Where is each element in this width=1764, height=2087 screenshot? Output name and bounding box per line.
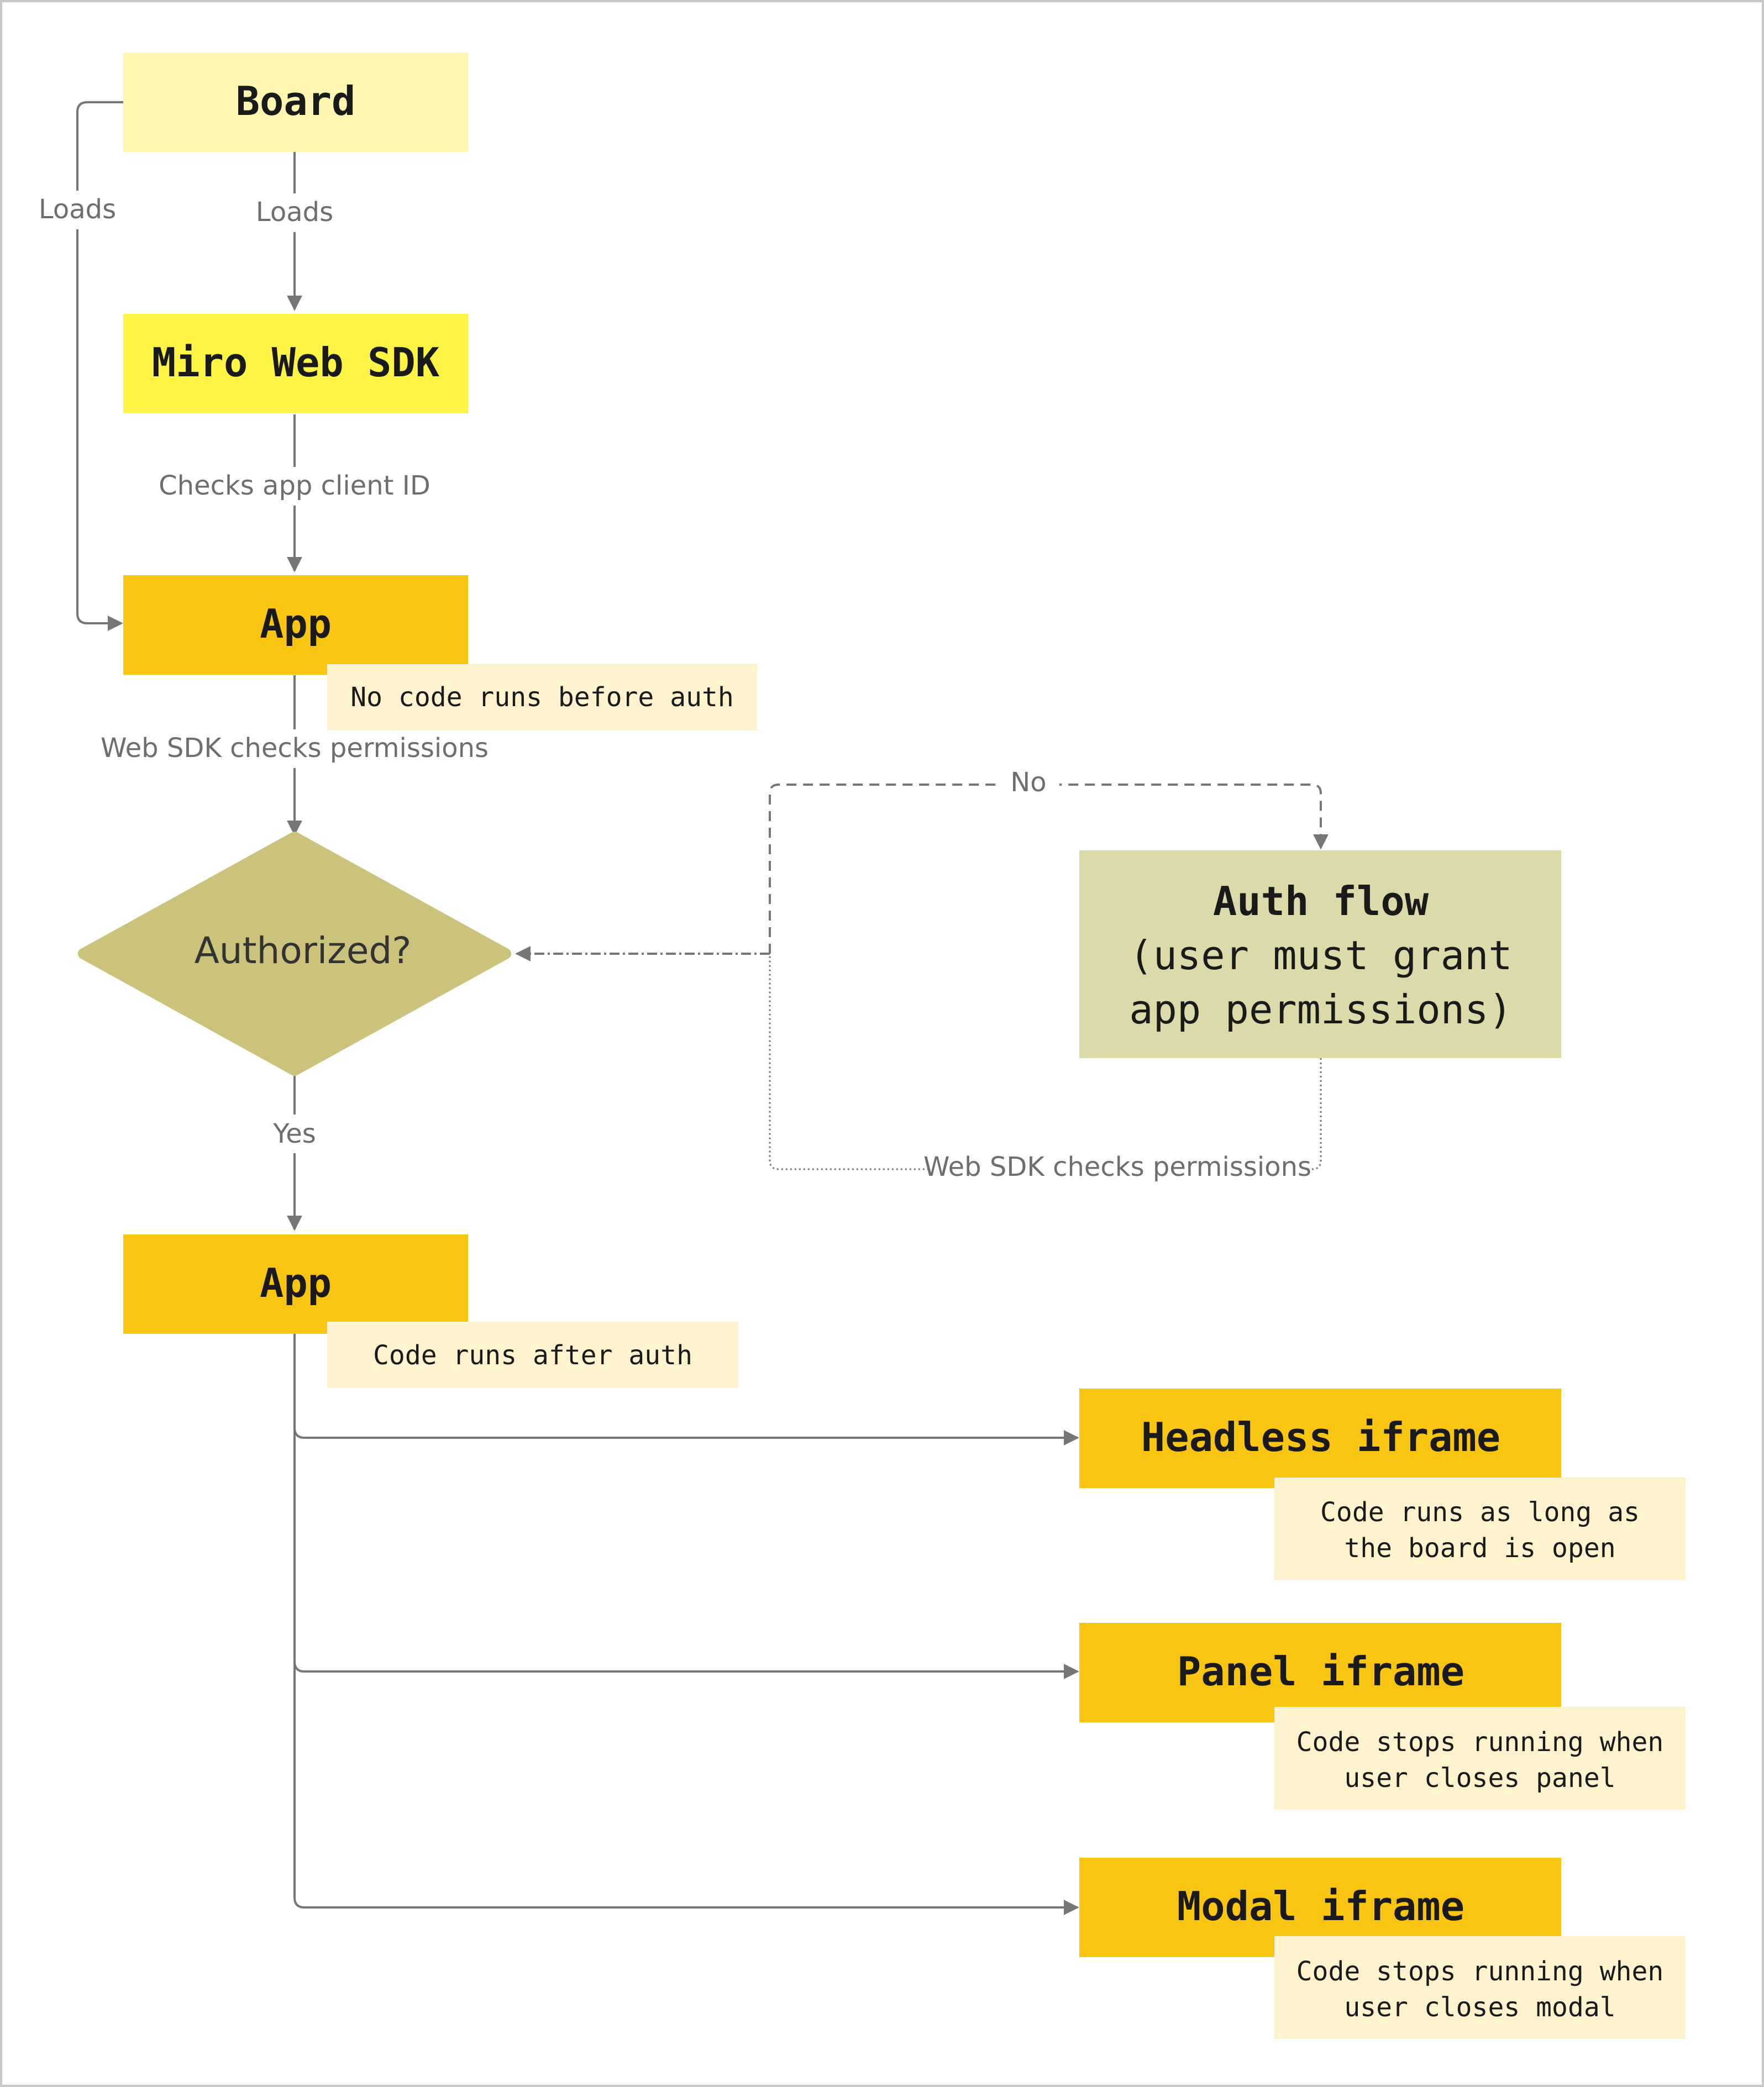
app-box-after-auth [123, 1234, 468, 1334]
app-label-before-auth: App [260, 601, 332, 647]
edge-board-to-app [76, 101, 123, 631]
headless-iframe-label: Headless iframe [1141, 1414, 1500, 1460]
sdk-label: Miro Web SDK [152, 339, 440, 386]
note-modal-line-2: user closes modal [1344, 1992, 1615, 2023]
sdk-box [123, 314, 468, 413]
edge-app-to-modal [293, 1333, 1078, 1909]
board-box [123, 52, 468, 152]
edge-no-to-auth [769, 784, 1329, 954]
auth-flow-line-3: app permissions) [1129, 986, 1513, 1033]
note-after-auth-text: Code runs after auth [373, 1340, 692, 1371]
note-before-auth-text: No code runs before auth [350, 682, 734, 713]
edge-label-checks-permissions: Web SDK checks permissions [101, 733, 489, 764]
edge-app-to-headless [293, 1427, 1079, 1445]
authorized-decision-label: Authorized? [195, 929, 412, 972]
board-label: Board [236, 78, 356, 124]
edge-label-no: No [1010, 767, 1046, 798]
note-modal-line-1: Code stops running when [1296, 1956, 1664, 1987]
note-panel-line-2: user closes panel [1344, 1763, 1615, 1794]
note-after-auth [327, 1322, 738, 1388]
note-modal [1274, 1936, 1686, 2039]
auth-flow-box [1079, 850, 1561, 1058]
edge-label-loads-center: Loads [256, 197, 333, 228]
modal-iframe-label: Modal iframe [1177, 1883, 1464, 1930]
app-box-before-auth [123, 575, 468, 675]
note-headless-line-2: the board is open [1344, 1533, 1615, 1564]
note-panel [1274, 1707, 1686, 1810]
edge-label-recheck-permissions: Web SDK checks permissions [923, 1152, 1311, 1182]
panel-iframe-label: Panel iframe [1177, 1648, 1464, 1695]
headless-iframe-box [1079, 1389, 1561, 1488]
edge-app-to-panel [293, 1661, 1079, 1679]
auth-flow-title: Auth flow [1213, 878, 1429, 924]
note-before-auth [327, 664, 757, 730]
auth-flow-line-2: (user must grant [1129, 932, 1513, 979]
note-panel-line-1: Code stops running when [1296, 1727, 1664, 1758]
panel-iframe-box [1079, 1623, 1561, 1722]
app-label-after-auth: App [260, 1260, 332, 1306]
edge-label-checks-client-id: Checks app client ID [159, 470, 431, 501]
note-headless-line-1: Code runs as long as [1320, 1497, 1640, 1528]
edge-label-yes: Yes [272, 1118, 316, 1149]
note-headless [1274, 1478, 1686, 1580]
edge-label-loads-left: Loads [39, 194, 116, 225]
authorized-decision-diamond [78, 832, 511, 1076]
